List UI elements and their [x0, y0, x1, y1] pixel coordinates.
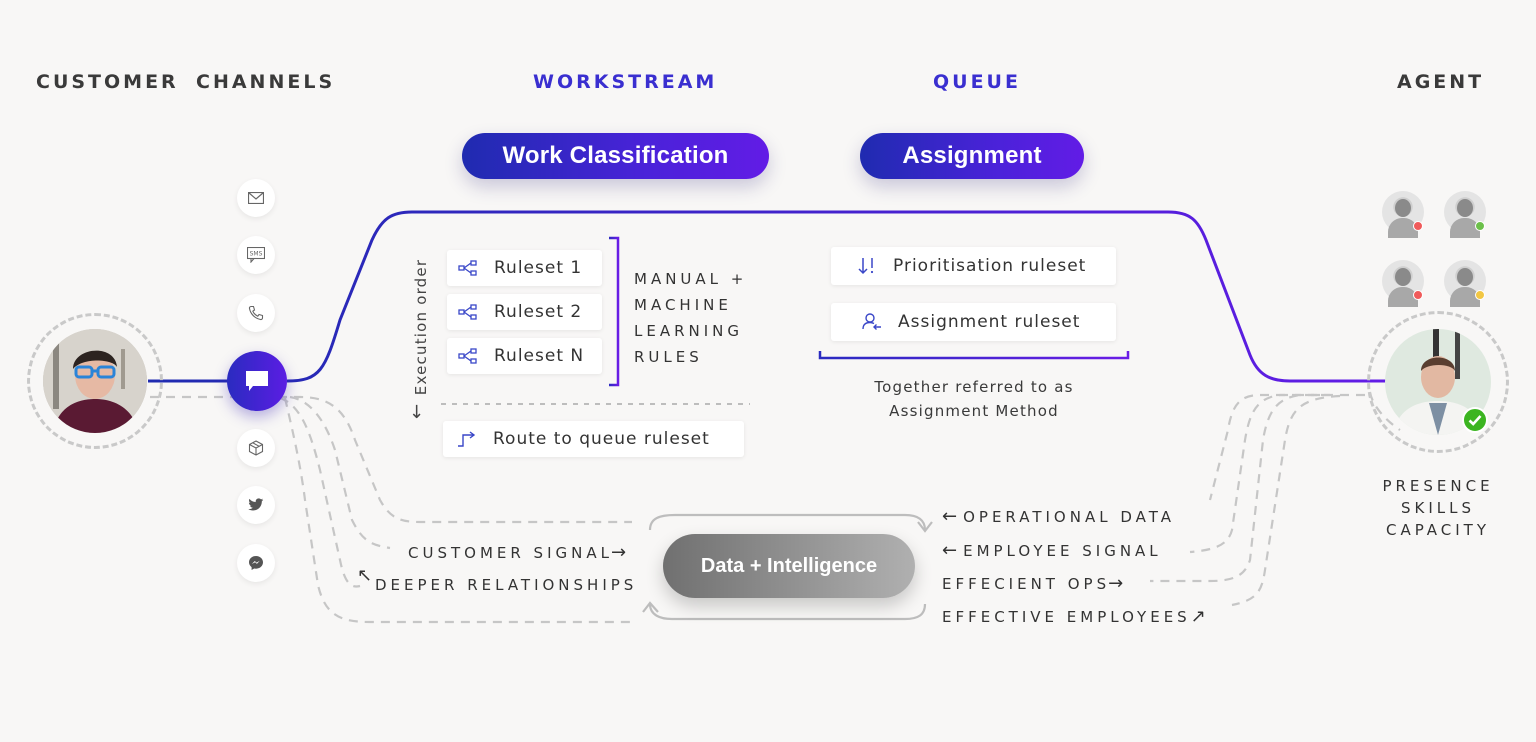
agent-avatar-2[interactable]	[1444, 191, 1486, 238]
down-arrow-icon: ↓	[409, 402, 425, 423]
ruleset-tree-icon	[456, 304, 480, 320]
effective-employees-label: EFFECTIVE EMPLOYEES ↗	[942, 606, 1206, 627]
assignment-ruleset-label: Assignment ruleset	[898, 312, 1081, 332]
ruleset-tree-icon	[456, 260, 480, 276]
twitter-icon	[248, 498, 264, 511]
agent-avatar-ring	[1367, 311, 1509, 453]
busy-status-icon	[1413, 290, 1423, 300]
agent-avatar-4[interactable]	[1444, 260, 1486, 307]
employee-signal-text: EMPLOYEE SIGNAL	[963, 541, 1162, 560]
left-arrow-icon: ←	[942, 506, 958, 527]
customer-photo	[43, 329, 147, 433]
available-status-icon	[1475, 221, 1485, 231]
customer-avatar-ring	[27, 313, 163, 449]
assignment-ruleset-card[interactable]: Assignment ruleset	[831, 303, 1116, 341]
svg-text:SMS: SMS	[250, 251, 263, 258]
rules-caption-line: RULES	[634, 348, 703, 366]
channel-phone[interactable]	[237, 294, 275, 332]
available-check-icon	[1462, 407, 1488, 433]
up-right-arrow-icon: ↗	[1190, 606, 1206, 627]
deeper-relationships-label: DEEPER RELATIONSHIPS	[375, 576, 638, 594]
rules-caption-line: MANUAL +	[634, 270, 748, 288]
customer-avatar[interactable]	[43, 329, 147, 433]
effecient-ops-label: EFFECIENT OPS →	[942, 573, 1123, 594]
assignment-pill[interactable]: Assignment	[860, 133, 1084, 179]
up-left-arrow-icon: ↖	[357, 565, 373, 586]
customer-signal-text: CUSTOMER SIGNAL	[408, 543, 613, 562]
agent-avatar-1[interactable]	[1382, 191, 1424, 238]
ruleset-label: Ruleset N	[494, 346, 585, 366]
ruleset-label: Ruleset 1	[494, 258, 583, 278]
ruleset-card-1[interactable]: Ruleset 1	[447, 250, 602, 286]
channel-email[interactable]	[237, 179, 275, 217]
header-channels: CHANNELS	[196, 71, 336, 93]
assignment-method-caption-line1: Together referred to as	[874, 378, 1074, 396]
left-arrow-icon: ←	[942, 540, 958, 561]
agent-avatar-3[interactable]	[1382, 260, 1424, 307]
customer-signal-label: CUSTOMER SIGNAL →	[408, 542, 626, 563]
route-label: Route to queue ruleset	[493, 429, 710, 449]
envelope-icon	[248, 192, 264, 204]
data-intelligence-pill[interactable]: Data + Intelligence	[663, 534, 915, 598]
prioritisation-label: Prioritisation ruleset	[893, 256, 1087, 276]
prioritisation-ruleset-card[interactable]: Prioritisation ruleset	[831, 247, 1116, 285]
route-to-queue-card[interactable]: Route to queue ruleset	[443, 421, 744, 457]
channel-sms[interactable]: SMS	[237, 236, 275, 274]
ruleset-tree-icon	[456, 348, 480, 364]
assignment-method-caption-line2: Assignment Method	[889, 402, 1059, 420]
work-classification-pill[interactable]: Work Classification	[462, 133, 769, 179]
channel-package[interactable]	[237, 429, 275, 467]
ruleset-card-2[interactable]: Ruleset 2	[447, 294, 602, 330]
channel-twitter[interactable]	[237, 486, 275, 524]
right-arrow-icon: →	[1108, 573, 1124, 594]
right-arrow-icon: →	[610, 542, 627, 563]
sms-icon: SMS	[247, 247, 265, 263]
person-assign-icon	[860, 312, 884, 332]
ruleset-card-n[interactable]: Ruleset N	[447, 338, 602, 374]
header-customer: CUSTOMER	[36, 71, 179, 93]
operational-data-text: OPERATIONAL DATA	[963, 507, 1175, 526]
skills-label: SKILLS	[1400, 499, 1476, 517]
messenger-icon	[249, 556, 263, 570]
effecient-ops-text: EFFECIENT OPS	[942, 574, 1111, 593]
operational-data-label: ← OPERATIONAL DATA	[942, 506, 1175, 527]
agent-caption: PRESENCE SKILLS CAPACITY	[1370, 475, 1506, 541]
assignment-method-caption: Together referred to as Assignment Metho…	[820, 375, 1128, 423]
channel-messenger[interactable]	[237, 544, 275, 582]
busy-status-icon	[1413, 221, 1423, 231]
ruleset-label: Ruleset 2	[494, 302, 583, 322]
header-agent: AGENT	[1397, 71, 1485, 93]
rules-caption-line: LEARNING	[634, 322, 744, 340]
presence-label: PRESENCE	[1382, 477, 1494, 495]
rules-caption: MANUAL + MACHINE LEARNING RULES	[634, 266, 747, 370]
effective-employees-text: EFFECTIVE EMPLOYEES	[942, 607, 1191, 626]
employee-signal-label: ← EMPLOYEE SIGNAL	[942, 540, 1162, 561]
phone-icon	[248, 305, 264, 321]
execution-order-label: Execution order ↓	[408, 256, 430, 426]
channel-chat-active[interactable]	[227, 351, 287, 411]
chat-icon	[246, 371, 268, 391]
rules-caption-line: MACHINE	[634, 296, 732, 314]
header-queue: QUEUE	[933, 71, 1021, 93]
capacity-label: CAPACITY	[1385, 521, 1491, 539]
away-status-icon	[1475, 290, 1485, 300]
header-workstream: WORKSTREAM	[533, 71, 718, 93]
route-arrow-icon	[455, 431, 479, 447]
box-icon	[248, 440, 264, 456]
execution-order-text: Execution order	[412, 258, 430, 396]
priority-sort-icon	[855, 256, 879, 276]
